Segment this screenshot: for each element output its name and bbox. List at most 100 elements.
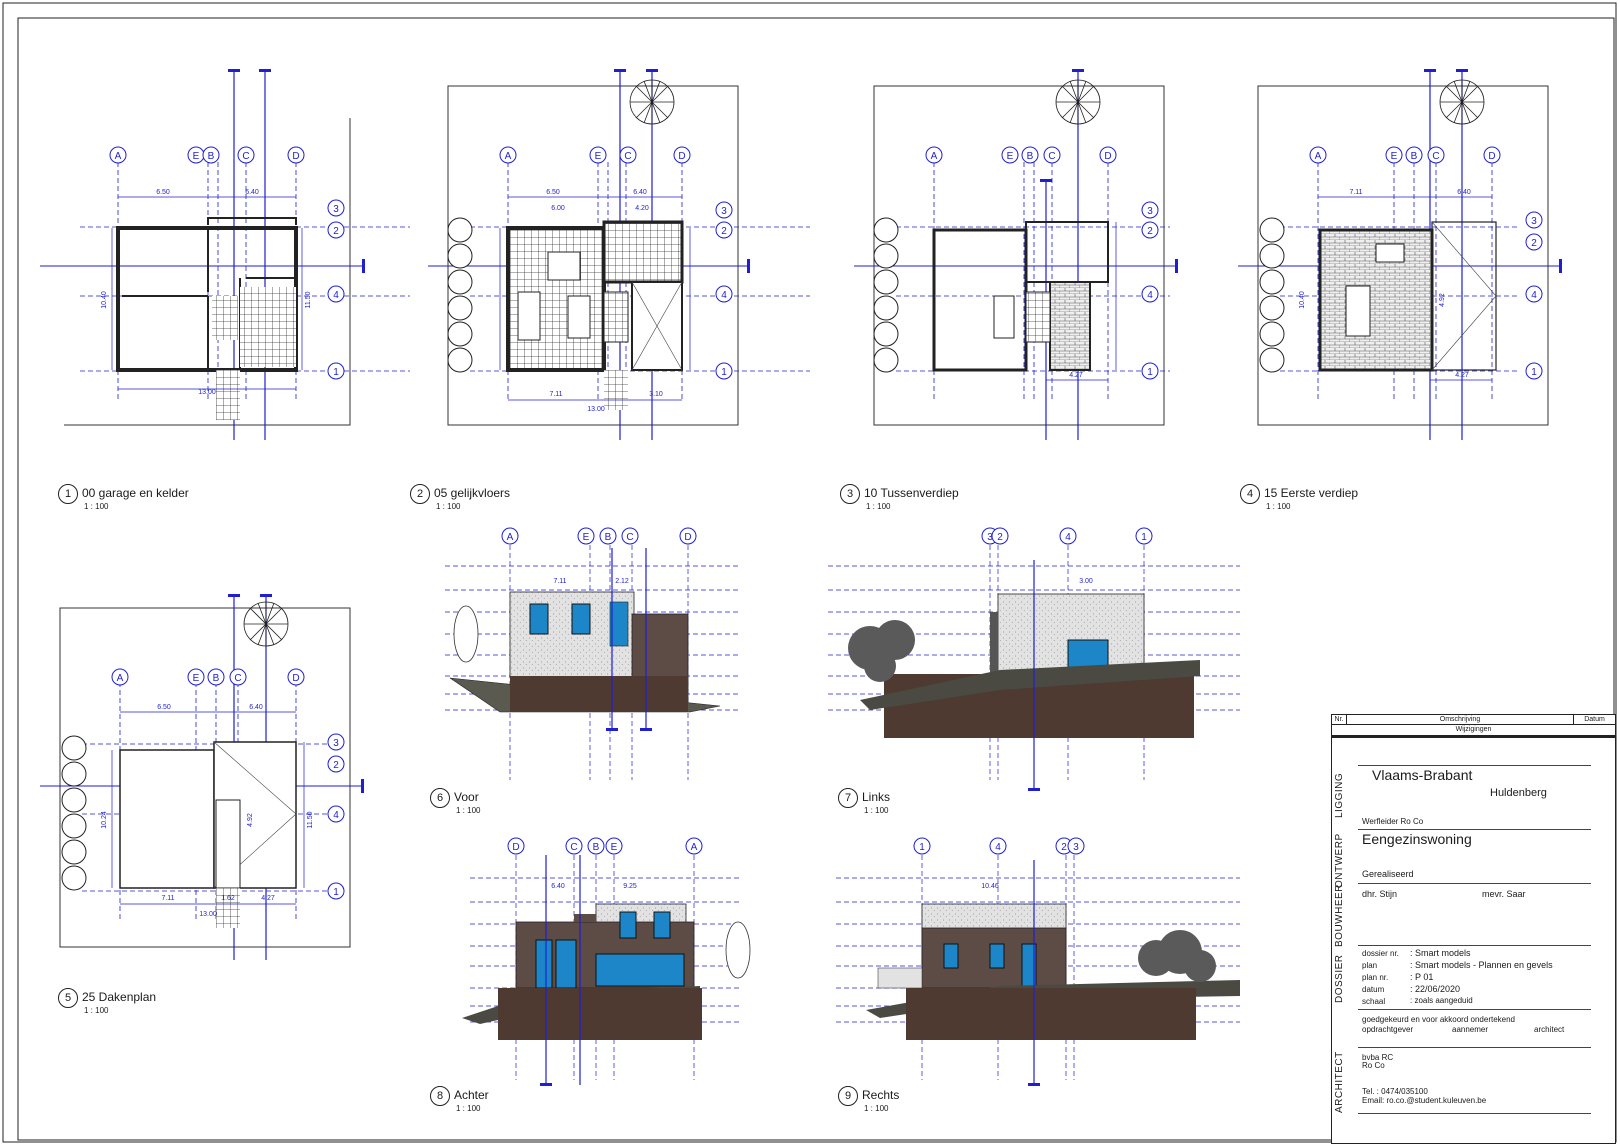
grid-bubble: E [187,146,205,164]
werfleider: Werfleider Ro Co [1362,817,1424,826]
grid-bubble: 2 [1141,221,1159,239]
grid-bubble: 1 [1135,527,1153,545]
owner-1: dhr. Stijn [1362,889,1398,899]
svg-text:E: E [595,151,602,162]
grid-bubble: A [111,668,129,686]
rev-col-omschrijving: Omschrijving [1347,715,1574,724]
svg-text:A: A [691,842,698,853]
dimension-text: 7.11 [553,578,566,585]
svg-text:D: D [1488,151,1495,162]
svg-text:4: 4 [721,290,727,301]
section-bouwheer: BOUWHEER [1334,884,1345,947]
svg-text:1: 1 [333,887,339,898]
grid-bubble: 2 [715,221,733,239]
signature-aannemer: aannemer [1452,1025,1489,1034]
dimension-text: 1.62 [221,895,235,902]
view-scale: 1 : 100 [84,1006,109,1015]
svg-text:2: 2 [1061,842,1067,853]
dimension-text: 11.50 [307,811,314,828]
svg-text:B: B [1411,151,1418,162]
grid-bubble: 1 [327,362,345,380]
grid-bubble: D [287,668,305,686]
grid-bubble: E [577,527,595,545]
grid-bubble: A [1309,146,1327,164]
grid-bubble: D [673,146,691,164]
trees-row-4 [1259,217,1285,373]
svg-text:C: C [570,842,577,853]
grid-bubble: 1 [1525,362,1543,380]
grid-bubble: D [287,146,305,164]
grid-bubble: B [599,527,617,545]
svg-text:A: A [505,151,512,162]
rev-title: Wijzigingen [1455,726,1492,733]
svg-text:D: D [512,842,519,853]
project-status: Gerealiseerd [1362,869,1414,879]
svg-text:4: 4 [333,810,339,821]
svg-text:A: A [1315,151,1322,162]
svg-text:D: D [292,673,299,684]
trees-row-5 [61,735,87,891]
grid-bubble: 3 [1141,201,1159,219]
architect-email: Email: ro.co.@student.kuleuven.be [1362,1096,1487,1105]
view-name: 25 Dakenplan [82,990,157,1004]
grid-bubble: B [202,146,220,164]
approval-text: goedgekeurd en voor akkoord ondertekend [1362,1015,1515,1024]
view-number: 2 [410,484,430,504]
title-block: LIGGING Vlaams-Brabant Huldenberg Werfle… [1331,736,1616,1144]
grid-bubble: A [501,527,519,545]
dossier-value: : P 01 [1410,972,1434,982]
dimension-text: 6.40 [249,704,263,711]
tree-shape-7 [848,620,915,682]
view-name: Achter [454,1088,489,1102]
dossier-key: plan nr. [1362,973,1389,982]
grid-bubble: 3 [327,733,345,751]
dimension-text: 6.40 [1457,189,1471,196]
svg-text:4: 4 [1065,532,1071,543]
dimension-text: 6.00 [551,205,565,212]
svg-text:B: B [1027,151,1034,162]
dossier-key: dossier nr. [1362,949,1399,958]
elevation-links [828,545,1240,791]
view-number: 1 [58,484,78,504]
dimension-text: 6.50 [546,189,560,196]
section-ontwerp: ONTWERP [1334,833,1345,889]
tree-shape-9 [1138,930,1216,982]
view-scale: 1 : 100 [864,806,889,815]
dimension-text: 4.27 [261,895,275,902]
svg-text:C: C [626,532,633,543]
plan-garage-kelder [40,69,410,440]
dimension-text: 9.25 [623,883,637,890]
svg-text:B: B [605,532,612,543]
section-dossier: DOSSIER [1334,954,1345,1004]
dimension-text: 10.40 [101,291,108,309]
view-number: 8 [430,1086,450,1106]
dossier-key: schaal [1362,997,1386,1006]
svg-text:E: E [611,842,618,853]
view-number: 9 [838,1086,858,1106]
dimension-text: 6.40 [633,189,647,196]
svg-text:3: 3 [1531,216,1537,227]
view-number: 4 [1240,484,1260,504]
svg-text:4: 4 [1147,290,1153,301]
grid-bubble: 3 [715,201,733,219]
grid-bubble: 3 [1525,211,1543,229]
architect-tel: Tel. : 0474/035100 [1362,1087,1428,1096]
svg-text:2: 2 [1531,238,1537,249]
dimension-text: 2.12 [615,578,629,585]
dimension-text: 7.11 [161,895,174,902]
grid-bubble: 2 [991,527,1009,545]
svg-text:2: 2 [333,760,339,771]
dossier-key: plan [1362,961,1378,970]
project-name: Eengezinswoning [1362,831,1472,847]
svg-text:4: 4 [1531,290,1537,301]
architect-firm: bvba RC [1362,1053,1394,1062]
province: Vlaams-Brabant [1372,767,1473,783]
svg-text:3: 3 [987,532,993,543]
grid-bubble: A [685,837,703,855]
svg-text:D: D [292,151,299,162]
svg-text:C: C [234,673,241,684]
grid-bubble: C [1043,146,1061,164]
grid-bubble: 4 [1059,527,1077,545]
